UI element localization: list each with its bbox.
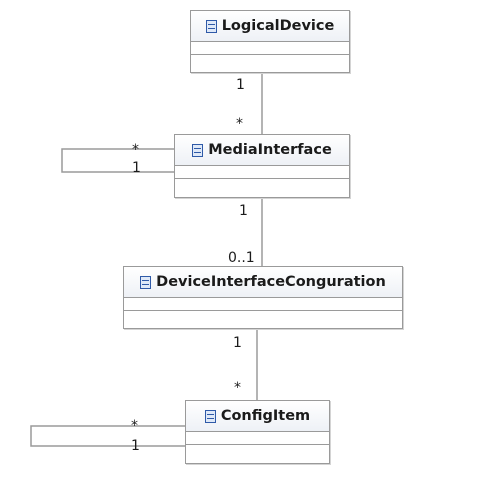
- multiplicity-self-config-item-source: *: [131, 418, 138, 434]
- class-device-interface-conguration-name: DeviceInterfaceConguration: [156, 274, 386, 290]
- multiplicity-device-interface-conguration-end: 1: [233, 335, 242, 351]
- operations-compartment: [191, 55, 349, 68]
- operations-compartment: [175, 179, 349, 192]
- class-icon: [204, 409, 216, 423]
- class-icon: [192, 143, 204, 157]
- attributes-compartment: [186, 432, 329, 445]
- operations-compartment: [124, 311, 402, 324]
- attributes-compartment: [191, 42, 349, 55]
- class-icon: [205, 19, 217, 33]
- class-config-item-name: ConfigItem: [220, 408, 311, 424]
- multiplicity-self-config-item-target: 1: [131, 438, 140, 454]
- attributes-compartment: [124, 298, 402, 311]
- multiplicity-logical-device-end: 1: [236, 77, 245, 93]
- operations-compartment: [186, 445, 329, 458]
- class-device-interface-conguration[interactable]: DeviceInterfaceConguration: [123, 266, 403, 329]
- multiplicity-media-interface-end: *: [236, 116, 243, 132]
- class-media-interface[interactable]: MediaInterface: [174, 134, 350, 198]
- self-association-config-item[interactable]: [30, 425, 185, 447]
- class-logical-device[interactable]: LogicalDevice: [190, 10, 350, 73]
- multiplicity-config-item-end: *: [234, 380, 241, 396]
- class-device-interface-conguration-header[interactable]: DeviceInterfaceConguration: [124, 267, 402, 298]
- multiplicity-self-media-interface-source: *: [132, 142, 139, 158]
- class-icon: [140, 275, 152, 289]
- class-media-interface-name: MediaInterface: [208, 142, 332, 158]
- class-config-item-header[interactable]: ConfigItem: [186, 401, 329, 432]
- class-config-item[interactable]: ConfigItem: [185, 400, 330, 464]
- multiplicity-device-interface-conguration-end: 0..1: [228, 250, 255, 266]
- self-association-media-interface[interactable]: [61, 148, 174, 173]
- attributes-compartment: [175, 166, 349, 179]
- class-media-interface-header[interactable]: MediaInterface: [175, 135, 349, 166]
- multiplicity-media-interface-end: 1: [239, 203, 248, 219]
- class-logical-device-header[interactable]: LogicalDevice: [191, 11, 349, 42]
- class-logical-device-name: LogicalDevice: [221, 18, 335, 34]
- multiplicity-self-media-interface-target: 1: [132, 160, 141, 176]
